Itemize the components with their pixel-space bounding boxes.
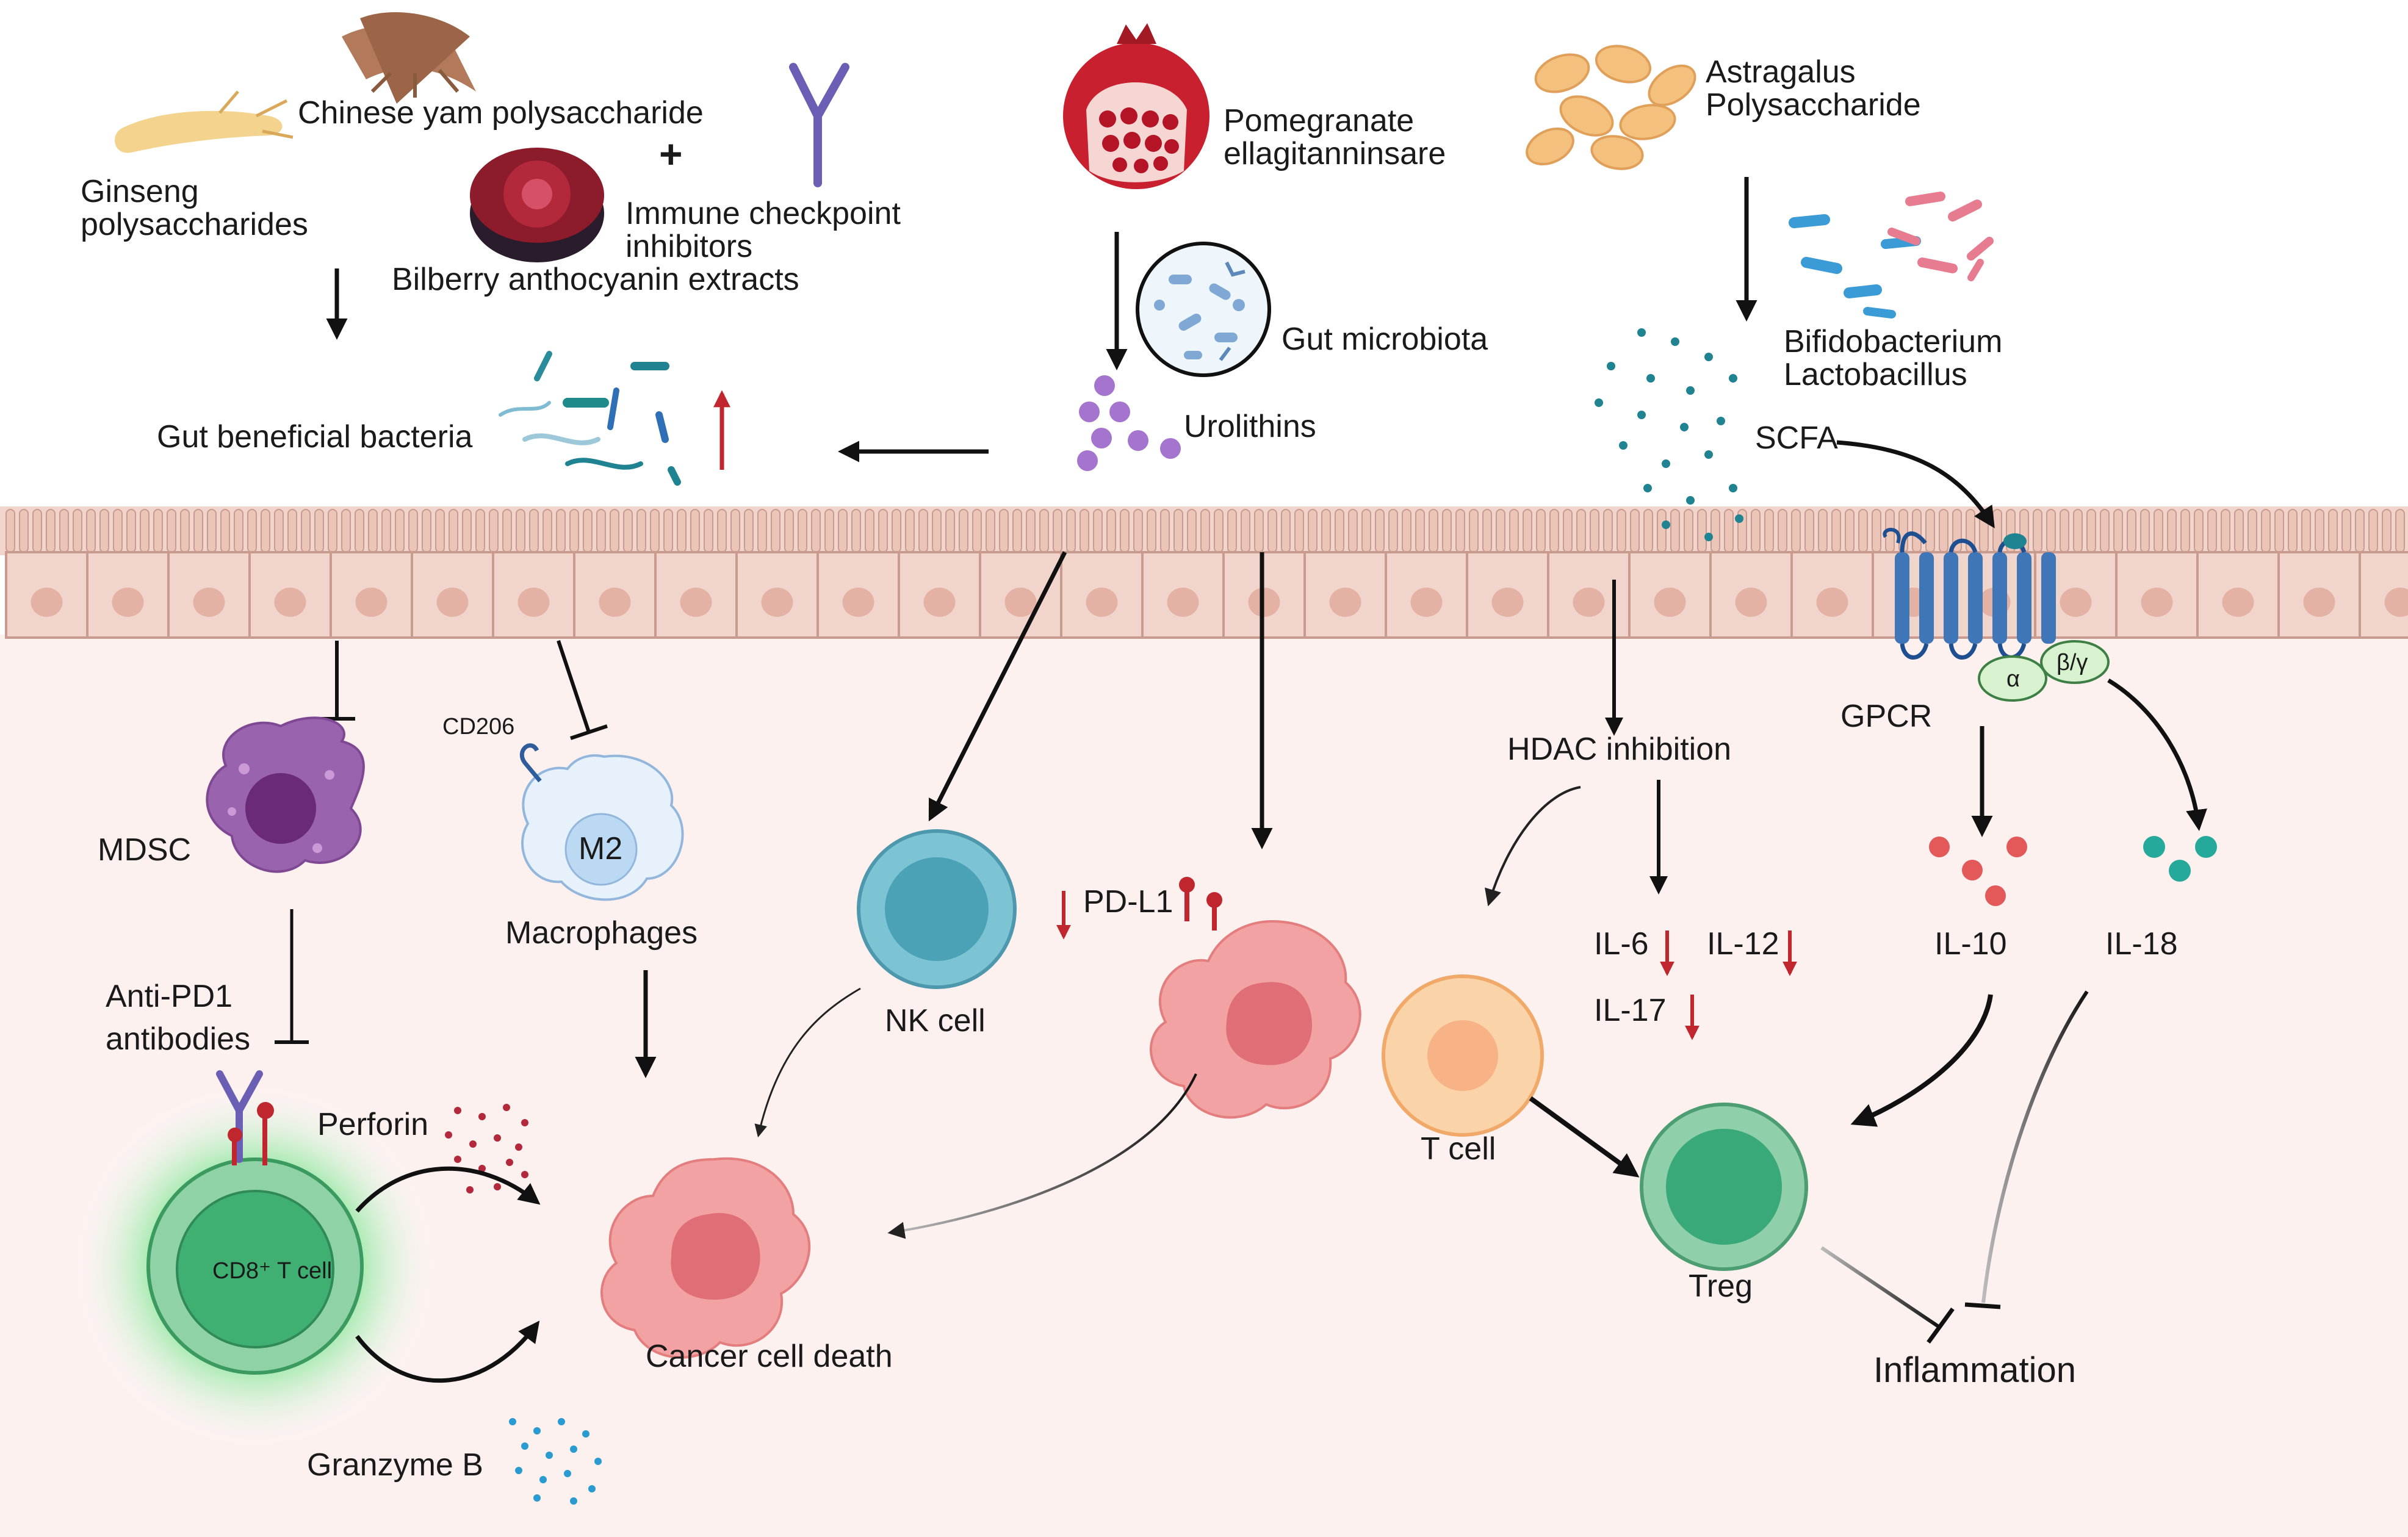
arrow-epithelium-to-nk <box>928 551 1067 822</box>
urolithins-icon <box>1077 375 1181 471</box>
plus-sign: + <box>659 131 683 176</box>
arrow-cd8-perforin-to-cancer <box>355 1166 541 1213</box>
pomegranate-label-line1: Pomegranate <box>1224 103 1414 139</box>
bifidobacterium-label: Bifidobacterium <box>1784 324 2002 359</box>
anti-pd1-label-line1: Anti-PD1 <box>106 979 233 1014</box>
g-protein-beta-gamma-label: β/γ <box>2057 650 2088 675</box>
gut-beneficial-bacteria-icon <box>499 351 681 486</box>
bifidobacterium-lactobacillus-icon <box>1789 192 1994 319</box>
chinese-yam-label: Chinese yam polysaccharide <box>298 95 704 131</box>
gut-microbiota-label: Gut microbiota <box>1282 322 1488 357</box>
inhibit-bar-macrophage <box>570 724 608 740</box>
inhibit-il18-to-inflammation <box>1981 990 2089 1303</box>
astragalus-label-line1: Astragalus <box>1706 54 1856 90</box>
perforin-label: Perforin <box>317 1107 428 1142</box>
t-cell-label: T cell <box>1421 1131 1496 1167</box>
arrow-nk-to-cancer <box>754 987 861 1138</box>
anti-pd1-label-line2: antibodies <box>106 1021 250 1057</box>
treg-label: Treg <box>1689 1269 1753 1304</box>
urolithins-label: Urolithins <box>1184 409 1316 444</box>
ginseng-label-line2: polysaccharides <box>81 207 308 242</box>
il18-label: IL-18 <box>2105 926 2178 962</box>
g-protein-alpha: α <box>1978 655 2047 702</box>
granzyme-b-dots <box>509 1418 602 1505</box>
inhibit-bar-inflammation-il18 <box>1964 1302 2001 1309</box>
mdsc-label: MDSC <box>98 832 191 868</box>
inhibit-treg-to-inflammation <box>1820 1246 1941 1329</box>
antibody-icon <box>789 63 849 187</box>
il12-label: IL-12 <box>1707 926 1779 962</box>
m2-label: M2 <box>579 831 622 866</box>
mdsc-cell <box>206 716 365 873</box>
treg-cell <box>1640 1103 1808 1271</box>
lactobacillus-label: Lactobacillus <box>1784 357 1967 392</box>
il17-label: IL-17 <box>1594 993 1667 1028</box>
granzyme-b-label: Granzyme B <box>307 1447 483 1483</box>
pd-l1-label: PD-L1 <box>1083 884 1173 920</box>
t-cell <box>1382 974 1544 1137</box>
inhibit-bar-inflammation-treg <box>1927 1307 1955 1344</box>
pomegranate-label-line2: ellagitanninsare <box>1224 136 1446 171</box>
astragalus-label-line2: Polysaccharide <box>1706 87 1921 123</box>
immune-checkpoint-label-line1: Immune checkpoint <box>625 196 901 231</box>
il10-label: IL-10 <box>1934 926 2007 962</box>
il10-dots <box>1929 837 2027 906</box>
g-protein-alpha-label: α <box>2006 666 2020 692</box>
arrow-tcell-to-treg <box>1529 1096 1640 1178</box>
bilberry-icon <box>470 148 604 262</box>
nk-cell-label: NK cell <box>885 1003 986 1038</box>
m2-macrophage-cell: M2 <box>519 743 684 901</box>
cd206-label: CD206 <box>442 714 514 740</box>
inhibit-to-macrophage <box>557 640 591 733</box>
cancer-cell-death-label: Cancer cell death <box>646 1339 893 1374</box>
cd8-t-cell: CD8⁺ T cell <box>72 1070 438 1449</box>
ginseng-label-line1: Ginseng <box>81 174 199 209</box>
macrophages-label: Macrophages <box>505 915 698 951</box>
g-protein-beta-gamma: β/γ <box>2040 640 2110 684</box>
cancer-cell-dying <box>600 1157 811 1359</box>
gut-beneficial-bacteria-label: Gut beneficial bacteria <box>157 419 472 455</box>
arrow-pdl1-cell-to-cancer <box>887 1073 1197 1239</box>
il18-dots <box>2143 836 2217 882</box>
pdl1-receptor-icon <box>1179 877 1222 930</box>
pomegranate-icon <box>1063 23 1209 189</box>
hdac-inhibition-label: HDAC inhibition <box>1507 732 1731 767</box>
astragalus-seeds-icon <box>1526 45 1696 170</box>
gpcr-label: GPCR <box>1840 699 1932 734</box>
nk-cell <box>857 829 1017 989</box>
gpcr-receptor <box>1883 528 2056 660</box>
arrow-hdac-to-tcell <box>1485 786 1581 907</box>
arrow-il10-to-treg <box>1850 994 1993 1127</box>
ginseng-icon <box>115 90 294 153</box>
il6-label: IL-6 <box>1594 926 1649 962</box>
cd8-t-cell-label: CD8⁺ T cell <box>212 1258 332 1284</box>
pdl1-cancer-cell <box>1150 920 1361 1119</box>
arrow-cd8-granzyme-to-cancer <box>355 1320 540 1383</box>
intestinal-epithelium <box>0 506 2408 639</box>
chinese-yam-icon <box>342 12 476 104</box>
scfa-dots <box>1595 328 1743 541</box>
immune-checkpoint-label-line2: inhibitors <box>625 229 752 264</box>
inflammation-label: Inflammation <box>1873 1350 2076 1390</box>
bilberry-label: Bilberry anthocyanin extracts <box>392 262 799 297</box>
arrow-scfa-to-gpcr <box>1836 440 1995 528</box>
perforin-dots <box>445 1104 528 1193</box>
pd1-receptor-icon <box>228 1102 274 1165</box>
arrow-gpcr-to-il18 <box>2107 678 2207 831</box>
scfa-label: SCFA <box>1755 420 1838 456</box>
gut-microbiota-icon <box>1136 242 1271 377</box>
